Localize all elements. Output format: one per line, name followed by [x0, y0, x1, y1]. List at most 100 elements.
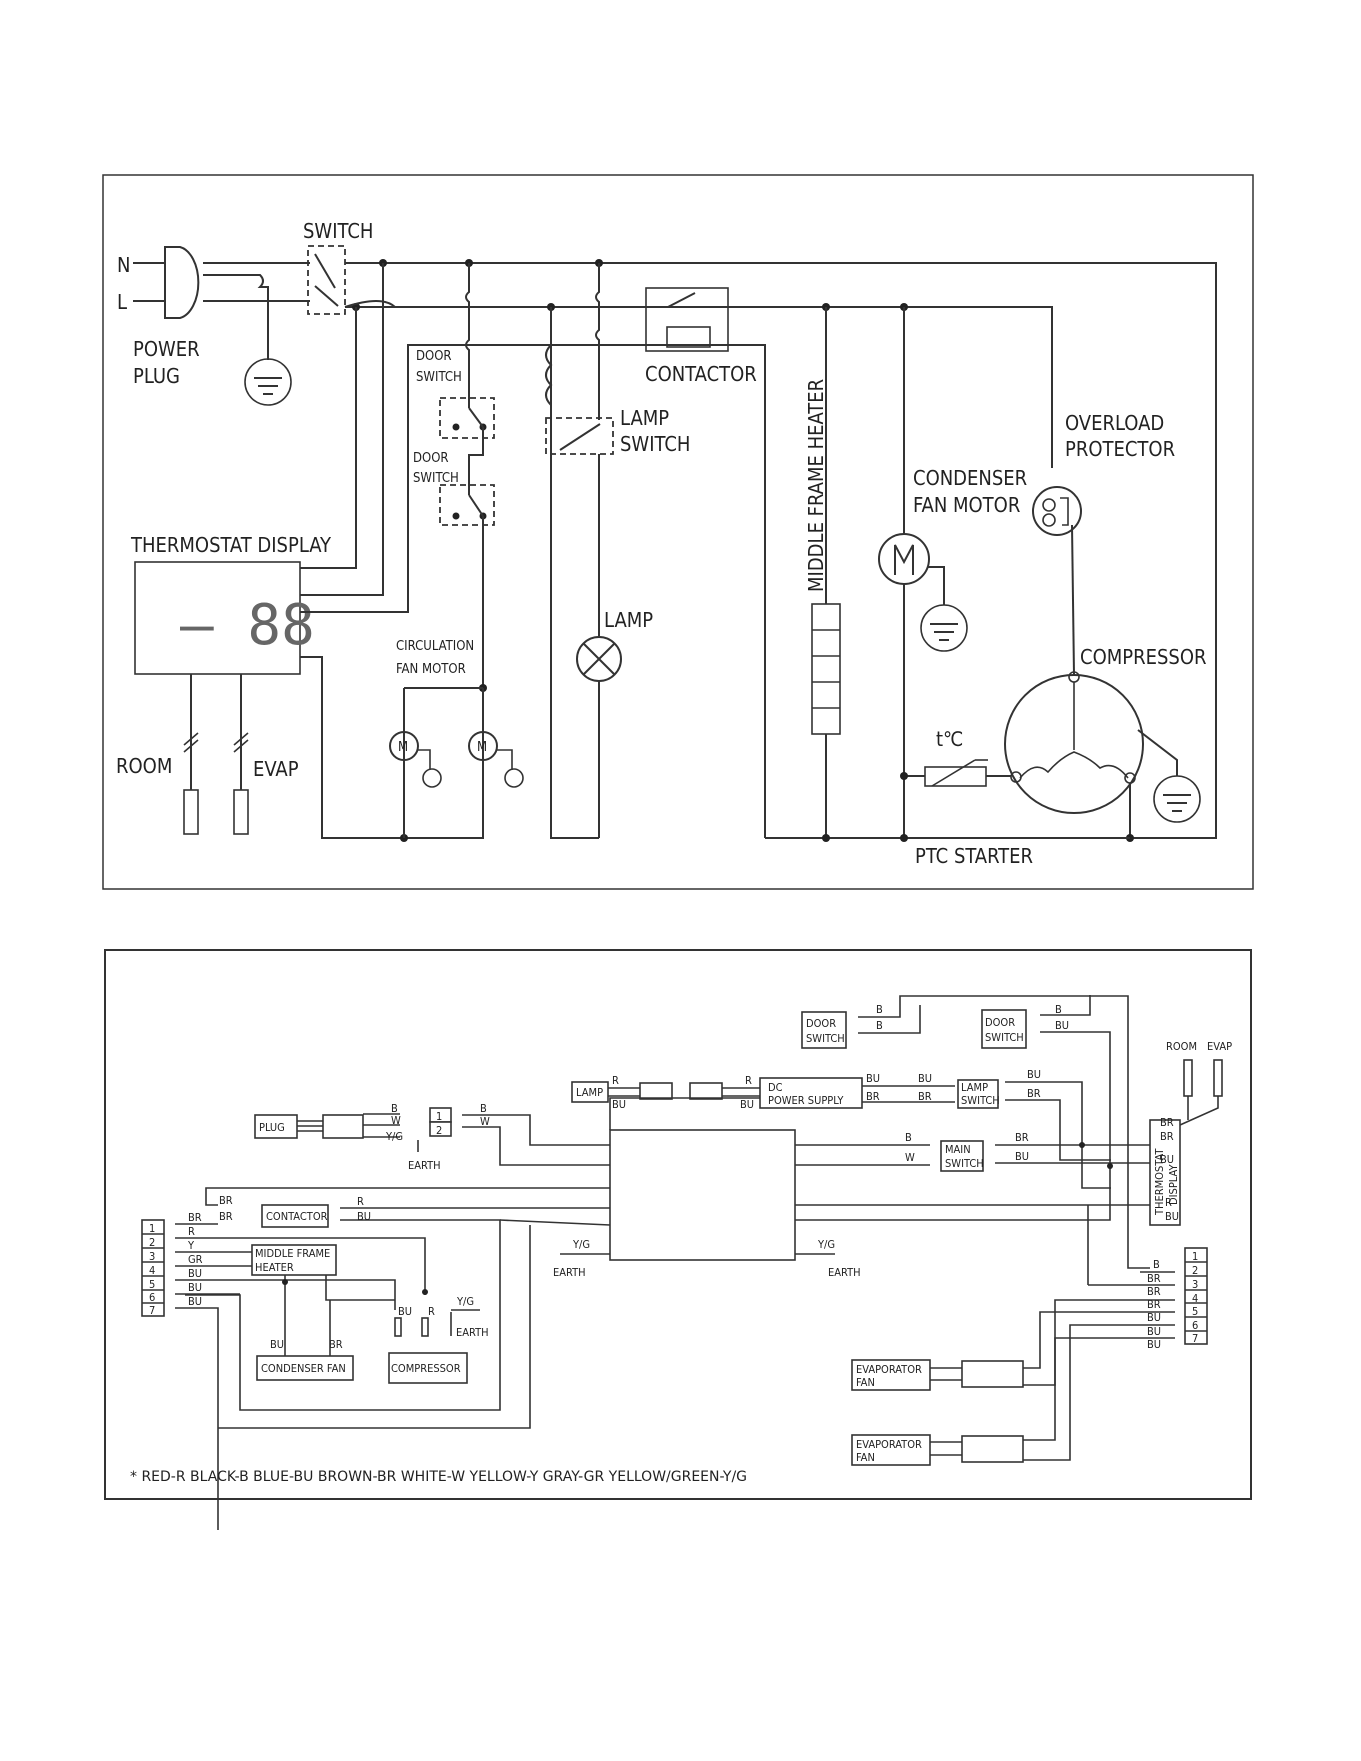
door-switch-1-label: DOOR: [806, 1017, 836, 1030]
svg-text:BR: BR: [918, 1090, 932, 1103]
condenser-fan-label-2: FAN MOTOR: [913, 493, 1020, 517]
svg-text:R: R: [745, 1074, 752, 1087]
color-code-legend: * RED-R BLACK-B BLUE-BU BROWN-BR WHITE-W…: [130, 1469, 747, 1485]
svg-text:B: B: [480, 1102, 487, 1115]
contactor-symbol[interactable]: [645, 287, 729, 352]
svg-text:5: 5: [149, 1278, 155, 1291]
evaporator-fan-2-label: EVAPORATOR: [856, 1438, 922, 1451]
plug-ground-icon: [203, 274, 292, 406]
main-switch-symbol[interactable]: [307, 245, 346, 315]
svg-text:R: R: [188, 1225, 195, 1238]
evaporator-fan-1-label-2: FAN: [856, 1376, 875, 1389]
svg-text:BU: BU: [188, 1295, 202, 1308]
dc-power-supply-label-2: POWER SUPPLY: [768, 1094, 844, 1107]
wiring-frame: [104, 949, 1252, 1500]
display-readout: – 88: [180, 593, 315, 658]
svg-text:R: R: [1165, 1196, 1172, 1209]
contactor-label: CONTACTOR: [266, 1210, 328, 1223]
circ-fan-1-ground-icon: [422, 768, 442, 788]
svg-text:Y: Y: [187, 1239, 195, 1252]
ptc-starter-symbol: [924, 759, 988, 787]
condenser-ground-icon: [920, 604, 968, 652]
svg-text:W: W: [391, 1114, 401, 1127]
thermostat-label-2: DISPLAY: [1167, 1164, 1180, 1205]
control-board[interactable]: [609, 1129, 796, 1261]
lamp-label: LAMP: [604, 608, 653, 632]
main-switch-box: [940, 1140, 984, 1172]
lamp-switch-box: [957, 1079, 999, 1109]
contactor-label: CONTACTOR: [645, 362, 757, 386]
circulation-fan-label: CIRCULATION: [396, 639, 474, 654]
line-label: L: [117, 290, 127, 314]
compressor-box: [388, 1352, 468, 1384]
board-earth-left-label: EARTH: [553, 1266, 586, 1279]
svg-text:BU: BU: [357, 1210, 371, 1223]
dc-power-supply-label: DC: [768, 1081, 783, 1094]
svg-text:BU: BU: [1165, 1210, 1179, 1223]
svg-text:1: 1: [436, 1110, 442, 1123]
svg-text:BU: BU: [866, 1072, 880, 1085]
svg-text:R: R: [357, 1195, 364, 1208]
svg-text:B: B: [1055, 1003, 1062, 1016]
svg-text:BR: BR: [1160, 1130, 1174, 1143]
svg-text:3: 3: [149, 1250, 155, 1263]
svg-text:BR: BR: [1160, 1116, 1174, 1129]
svg-text:BU: BU: [398, 1305, 412, 1318]
door-switch-2-symbol[interactable]: [439, 484, 495, 526]
svg-text:BU: BU: [188, 1281, 202, 1294]
lamp-icon: [576, 636, 622, 682]
svg-text:W: W: [905, 1151, 915, 1164]
svg-text:5: 5: [1192, 1305, 1198, 1318]
door-switch-1-box: [801, 1011, 847, 1049]
lamp-box: [571, 1081, 609, 1103]
door-switch-1-symbol[interactable]: [439, 397, 495, 439]
lamp-switch-symbol[interactable]: [545, 417, 614, 455]
condenser-fan-motor-symbol: [878, 533, 930, 585]
compressor-ground-icon: [1153, 775, 1201, 823]
svg-text:BU: BU: [1147, 1325, 1161, 1338]
circulation-fan-label-2: FAN MOTOR: [396, 662, 466, 677]
lamp-switch-label-2: SWITCH: [620, 432, 690, 456]
svg-text:B: B: [905, 1131, 912, 1144]
svg-text:6: 6: [1192, 1319, 1198, 1332]
condenser-fan-label: CONDENSER FAN: [261, 1362, 346, 1375]
dc-power-supply-box: [759, 1077, 863, 1109]
door-switch-1-label-2: SWITCH: [806, 1032, 845, 1045]
middle-frame-label-2: HEATER: [255, 1261, 294, 1274]
svg-text:BR: BR: [188, 1211, 202, 1224]
svg-text:BR: BR: [329, 1338, 343, 1351]
svg-text:B: B: [1153, 1258, 1160, 1271]
svg-text:B: B: [391, 1102, 398, 1115]
svg-text:B: B: [876, 1003, 883, 1016]
overload-label-2: PROTECTOR: [1065, 437, 1175, 461]
thermostat-display-label: THERMOSTAT DISPLAY: [130, 533, 332, 557]
svg-text:2: 2: [149, 1236, 155, 1249]
compressor-symbol: [1004, 674, 1144, 814]
thermostat-display-box: [1149, 1119, 1181, 1226]
svg-text:BR: BR: [1147, 1298, 1161, 1311]
svg-text:BU: BU: [270, 1338, 284, 1351]
power-plug-symbol: [133, 246, 200, 319]
thermostat-label: THERMOSTAT: [1153, 1148, 1166, 1216]
svg-text:BU: BU: [1027, 1068, 1041, 1081]
left-7pin-connector: 1 2 3 4 5 6 7: [141, 1219, 165, 1317]
power-plug-label-2: PLUG: [133, 364, 180, 388]
svg-text:GR: GR: [188, 1253, 203, 1266]
thermostat-display-box[interactable]: [134, 561, 301, 675]
condenser-fan-box: [256, 1355, 354, 1381]
svg-text:4: 4: [1192, 1292, 1198, 1305]
svg-text:BU: BU: [1015, 1150, 1029, 1163]
svg-text:BU: BU: [1147, 1311, 1161, 1324]
svg-text:7: 7: [1192, 1332, 1198, 1345]
door-switch-2-label-2: SWITCH: [413, 471, 459, 486]
right-7pin-connector: 1 2 3 4 5 6 7: [1184, 1247, 1208, 1345]
svg-text:Y/G: Y/G: [572, 1238, 590, 1251]
svg-text:BU: BU: [1055, 1019, 1069, 1032]
svg-text:BU: BU: [188, 1267, 202, 1280]
condenser-fan-label: CONDENSER: [913, 466, 1027, 490]
evap-label: EVAP: [253, 757, 299, 781]
main-switch-label-2: SWITCH: [945, 1157, 984, 1170]
plug-label: PLUG: [259, 1121, 285, 1134]
room-label: ROOM: [116, 754, 172, 778]
